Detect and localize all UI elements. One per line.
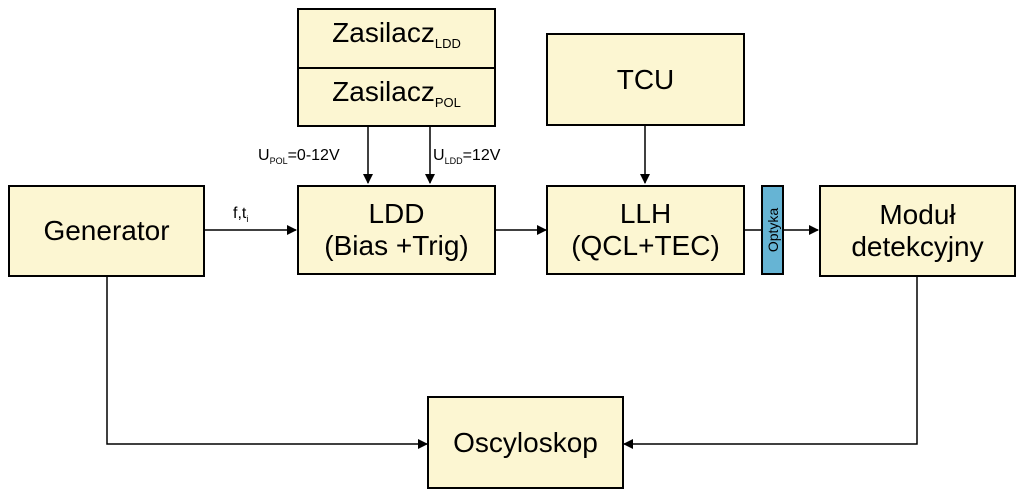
generator-block: Generator xyxy=(8,185,205,277)
u-ldd-subscript: LDD xyxy=(444,156,463,166)
u-pol-label: UPOL=0-12V xyxy=(258,147,340,166)
zasilacz-pol-subscript: POL xyxy=(434,94,461,110)
ldd-label-line1: LDD xyxy=(368,198,425,229)
oscyloskop-block: Oscyloskop xyxy=(427,396,624,489)
optyka-block: Optyka xyxy=(761,185,784,275)
modul-detekcyjny-block: Moduł detekcyjny xyxy=(819,185,1016,277)
ldd-block: LDD (Bias +Trig) xyxy=(297,185,496,275)
oscyloskop-label: Oscyloskop xyxy=(453,426,598,458)
arrow-generator-to-oscyloskop xyxy=(106,277,428,449)
zasilacz-pol-label: ZasilaczPOL xyxy=(332,75,461,110)
u-pol-subscript: POL xyxy=(269,156,288,166)
zasilacz-ldd-block: ZasilaczLDD xyxy=(297,8,496,69)
tcu-block: TCU xyxy=(546,33,745,126)
llh-label-line2: (QCL+TEC) xyxy=(571,230,720,261)
u-ldd-label: ULDD=12V xyxy=(433,147,501,166)
modul-label-line2: detekcyjny xyxy=(851,231,984,262)
ldd-label-line2: (Bias +Trig) xyxy=(324,230,469,261)
tcu-label: TCU xyxy=(616,63,675,95)
f-ti-subscript: i xyxy=(246,214,249,224)
zasilacz-pol-block: ZasilaczPOL xyxy=(297,67,496,127)
zasilacz-ldd-label: ZasilaczLDD xyxy=(332,17,461,51)
modul-label-line1: Moduł xyxy=(879,199,956,230)
llh-block: LLH (QCL+TEC) xyxy=(546,185,745,275)
generator-label: Generator xyxy=(43,215,170,246)
zasilacz-ldd-subscript: LDD xyxy=(434,36,461,51)
llh-label-line1: LLH xyxy=(619,198,672,229)
arrow-modul-to-oscyloskop xyxy=(623,277,918,449)
optyka-label: Optyka xyxy=(764,207,781,253)
f-ti-label: f,ti xyxy=(233,205,249,224)
